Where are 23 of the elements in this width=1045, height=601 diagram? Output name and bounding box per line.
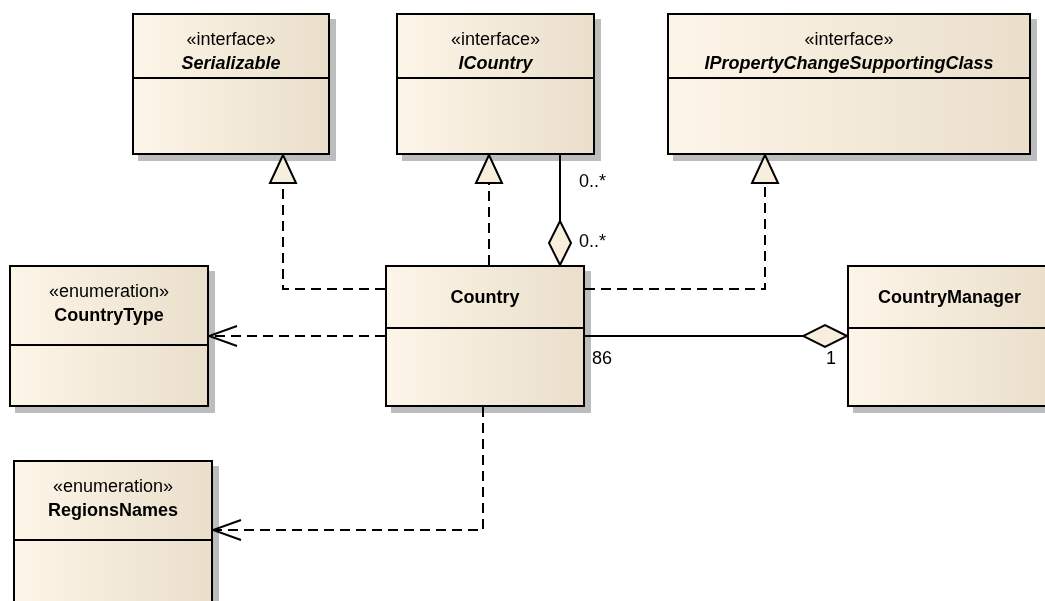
stereotype-label: «interface» bbox=[450, 28, 541, 51]
multiplicity-label: 0..* bbox=[579, 170, 607, 192]
dependency-arrow bbox=[475, 154, 503, 266]
dependency-arrow bbox=[212, 406, 484, 541]
stereotype-label: «enumeration» bbox=[48, 280, 170, 303]
class-name: IPropertyChangeSupportingClass bbox=[704, 52, 994, 75]
stereotype-label: «enumeration» bbox=[52, 475, 174, 498]
multiplicity-label: 0..* bbox=[579, 230, 607, 252]
class-name: Country bbox=[450, 286, 520, 309]
class-name: CountryType bbox=[54, 304, 164, 327]
class-name: CountryManager bbox=[878, 286, 1021, 309]
multiplicity-label: 86 bbox=[592, 347, 613, 369]
aggregation-line bbox=[548, 154, 572, 266]
class-name: Serializable bbox=[181, 52, 281, 75]
stereotype-label: «interface» bbox=[804, 28, 894, 51]
dependency-arrow bbox=[584, 154, 779, 290]
dependency-arrow bbox=[208, 325, 386, 347]
multiplicity-label: 1 bbox=[826, 347, 836, 369]
class-name: ICountry bbox=[458, 52, 533, 75]
aggregation-line bbox=[584, 324, 848, 348]
stereotype-label: «interface» bbox=[186, 28, 276, 51]
dependency-arrow bbox=[269, 154, 386, 290]
class-name: RegionsNames bbox=[47, 499, 178, 522]
